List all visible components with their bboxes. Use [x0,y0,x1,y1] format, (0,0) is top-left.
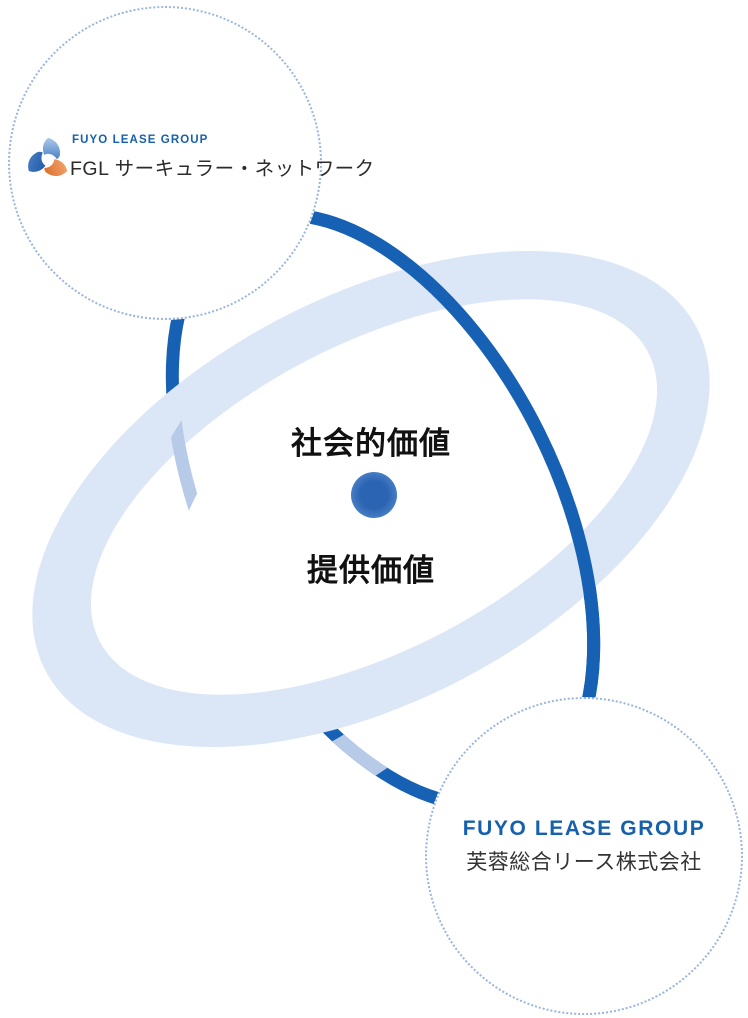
fuyo-lease-group-logo-icon [25,137,70,182]
social-value-label: 社会的価値 [291,426,451,461]
center-dot [351,472,397,518]
provided-value-label: 提供価値 [307,553,435,588]
fuyo-lease-circle: FUYO LEASE GROUP 芙蓉総合リース株式会社 [425,697,743,1015]
fgl-network-name: FGL サーキュラー・ネットワーク [70,158,375,180]
fuyo-company-name: 芙蓉総合リース株式会社 [466,851,702,874]
fgl-brand-text: FUYO LEASE GROUP [72,134,209,146]
fgl-network-circle: FUYO LEASE GROUP FGL サーキュラー・ネットワーク [8,6,374,320]
fuyo-brand-text: FUYO LEASE GROUP [462,817,706,840]
